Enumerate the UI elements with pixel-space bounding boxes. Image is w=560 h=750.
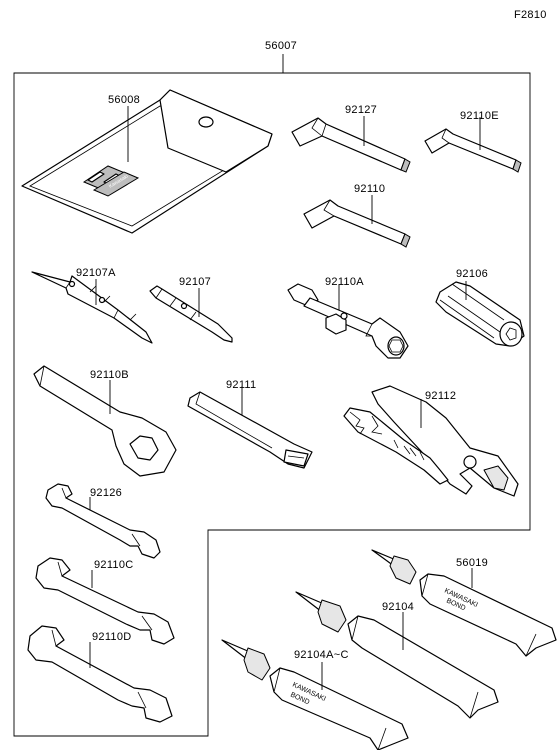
handle-92106-label: 92106 — [456, 268, 488, 280]
handle-92106 — [435, 281, 525, 347]
bond-tube-92104a-c-label: 92104A~C — [294, 649, 349, 661]
extension-92111 — [187, 391, 313, 469]
screwdriver-92107a-label: 92107A — [76, 267, 116, 279]
bond-tube-56019: KAWASAKI BOND — [371, 549, 557, 657]
screwdriver-92107-label: 92107 — [179, 276, 211, 288]
socket-wrench-92110a — [287, 283, 409, 359]
kit-label: 56007 — [265, 40, 297, 52]
open-wrench-92110d-label: 92110D — [92, 631, 132, 643]
ring-wrench-92110b — [33, 365, 177, 477]
tool-pouch: Kawasaki — [21, 89, 273, 234]
hex-wrench-92110 — [303, 199, 411, 248]
hex-wrench-92110e-label: 92110E — [460, 110, 499, 122]
pliers-92112-label: 92112 — [425, 390, 456, 402]
screwdriver-92107 — [149, 285, 233, 343]
kit-outline — [13, 72, 531, 737]
pouch-label: 56008 — [108, 94, 140, 106]
pliers-92112 — [343, 385, 519, 497]
figure-code: F2810 — [514, 9, 547, 21]
open-wrench-92110c — [35, 557, 175, 645]
bond-tube-56019-label: 56019 — [456, 557, 488, 569]
open-wrench-92110d — [27, 625, 173, 723]
snap-button-icon — [198, 116, 214, 128]
hex-wrench-92110e — [424, 128, 522, 173]
screwdriver-92107a — [31, 271, 153, 344]
socket-wrench-92110a-label: 92110A — [325, 276, 364, 288]
extension-92111-label: 92111 — [226, 379, 256, 391]
hex-wrench-92127 — [291, 117, 411, 173]
ring-wrench-92110b-label: 92110B — [90, 369, 129, 381]
bond-tube-92104-label: 92104 — [382, 601, 414, 613]
bond-tube-92104a-c: KAWASAKI BOND — [221, 639, 409, 750]
kawasaki-logo-icon: Kawasaki — [82, 165, 140, 197]
hex-wrench-92110-label: 92110 — [354, 183, 385, 195]
open-wrench-92126-label: 92126 — [90, 487, 122, 499]
hex-wrench-92127-label: 92127 — [345, 104, 377, 116]
open-wrench-92110c-label: 92110C — [94, 559, 134, 571]
bond-tube-92104 — [295, 591, 499, 719]
open-wrench-92126 — [45, 483, 161, 559]
